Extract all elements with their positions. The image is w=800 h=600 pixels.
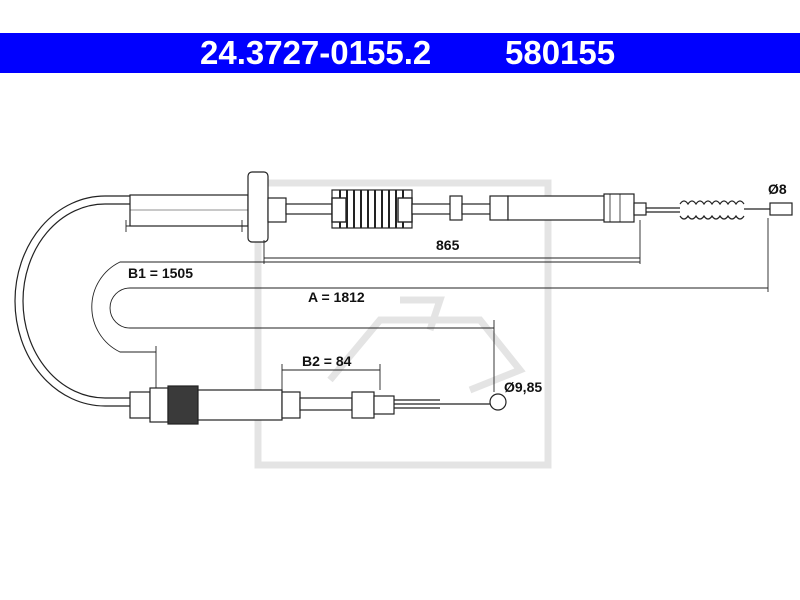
dimension-d9-85: Ø9,85 <box>504 379 542 395</box>
lower-sleeve-dark <box>167 385 199 425</box>
dimension-865: 865 <box>436 237 460 253</box>
reference-number: 580155 <box>505 34 616 71</box>
upper-sleeve <box>129 194 249 227</box>
dimension-b1: B1 = 1505 <box>128 265 193 281</box>
title-bar: 24.3727-0155.2 580155 <box>0 33 800 73</box>
ate-logo-watermark-icon <box>254 179 552 469</box>
spring <box>679 200 745 220</box>
cable-loop-outer <box>14 195 130 407</box>
dimension-a: A = 1812 <box>308 289 365 305</box>
end-fitting-8 <box>769 202 793 216</box>
right-sleeve <box>507 195 609 221</box>
mounting-flange <box>247 171 269 243</box>
part-number: 24.3727-0155.2 <box>200 34 432 71</box>
bellows <box>331 189 413 229</box>
ball-end-9-85 <box>489 393 507 411</box>
dimension-b2: B2 = 84 <box>302 353 352 369</box>
cable-loop-inner <box>22 203 130 399</box>
dimension-d8: Ø8 <box>768 181 787 197</box>
